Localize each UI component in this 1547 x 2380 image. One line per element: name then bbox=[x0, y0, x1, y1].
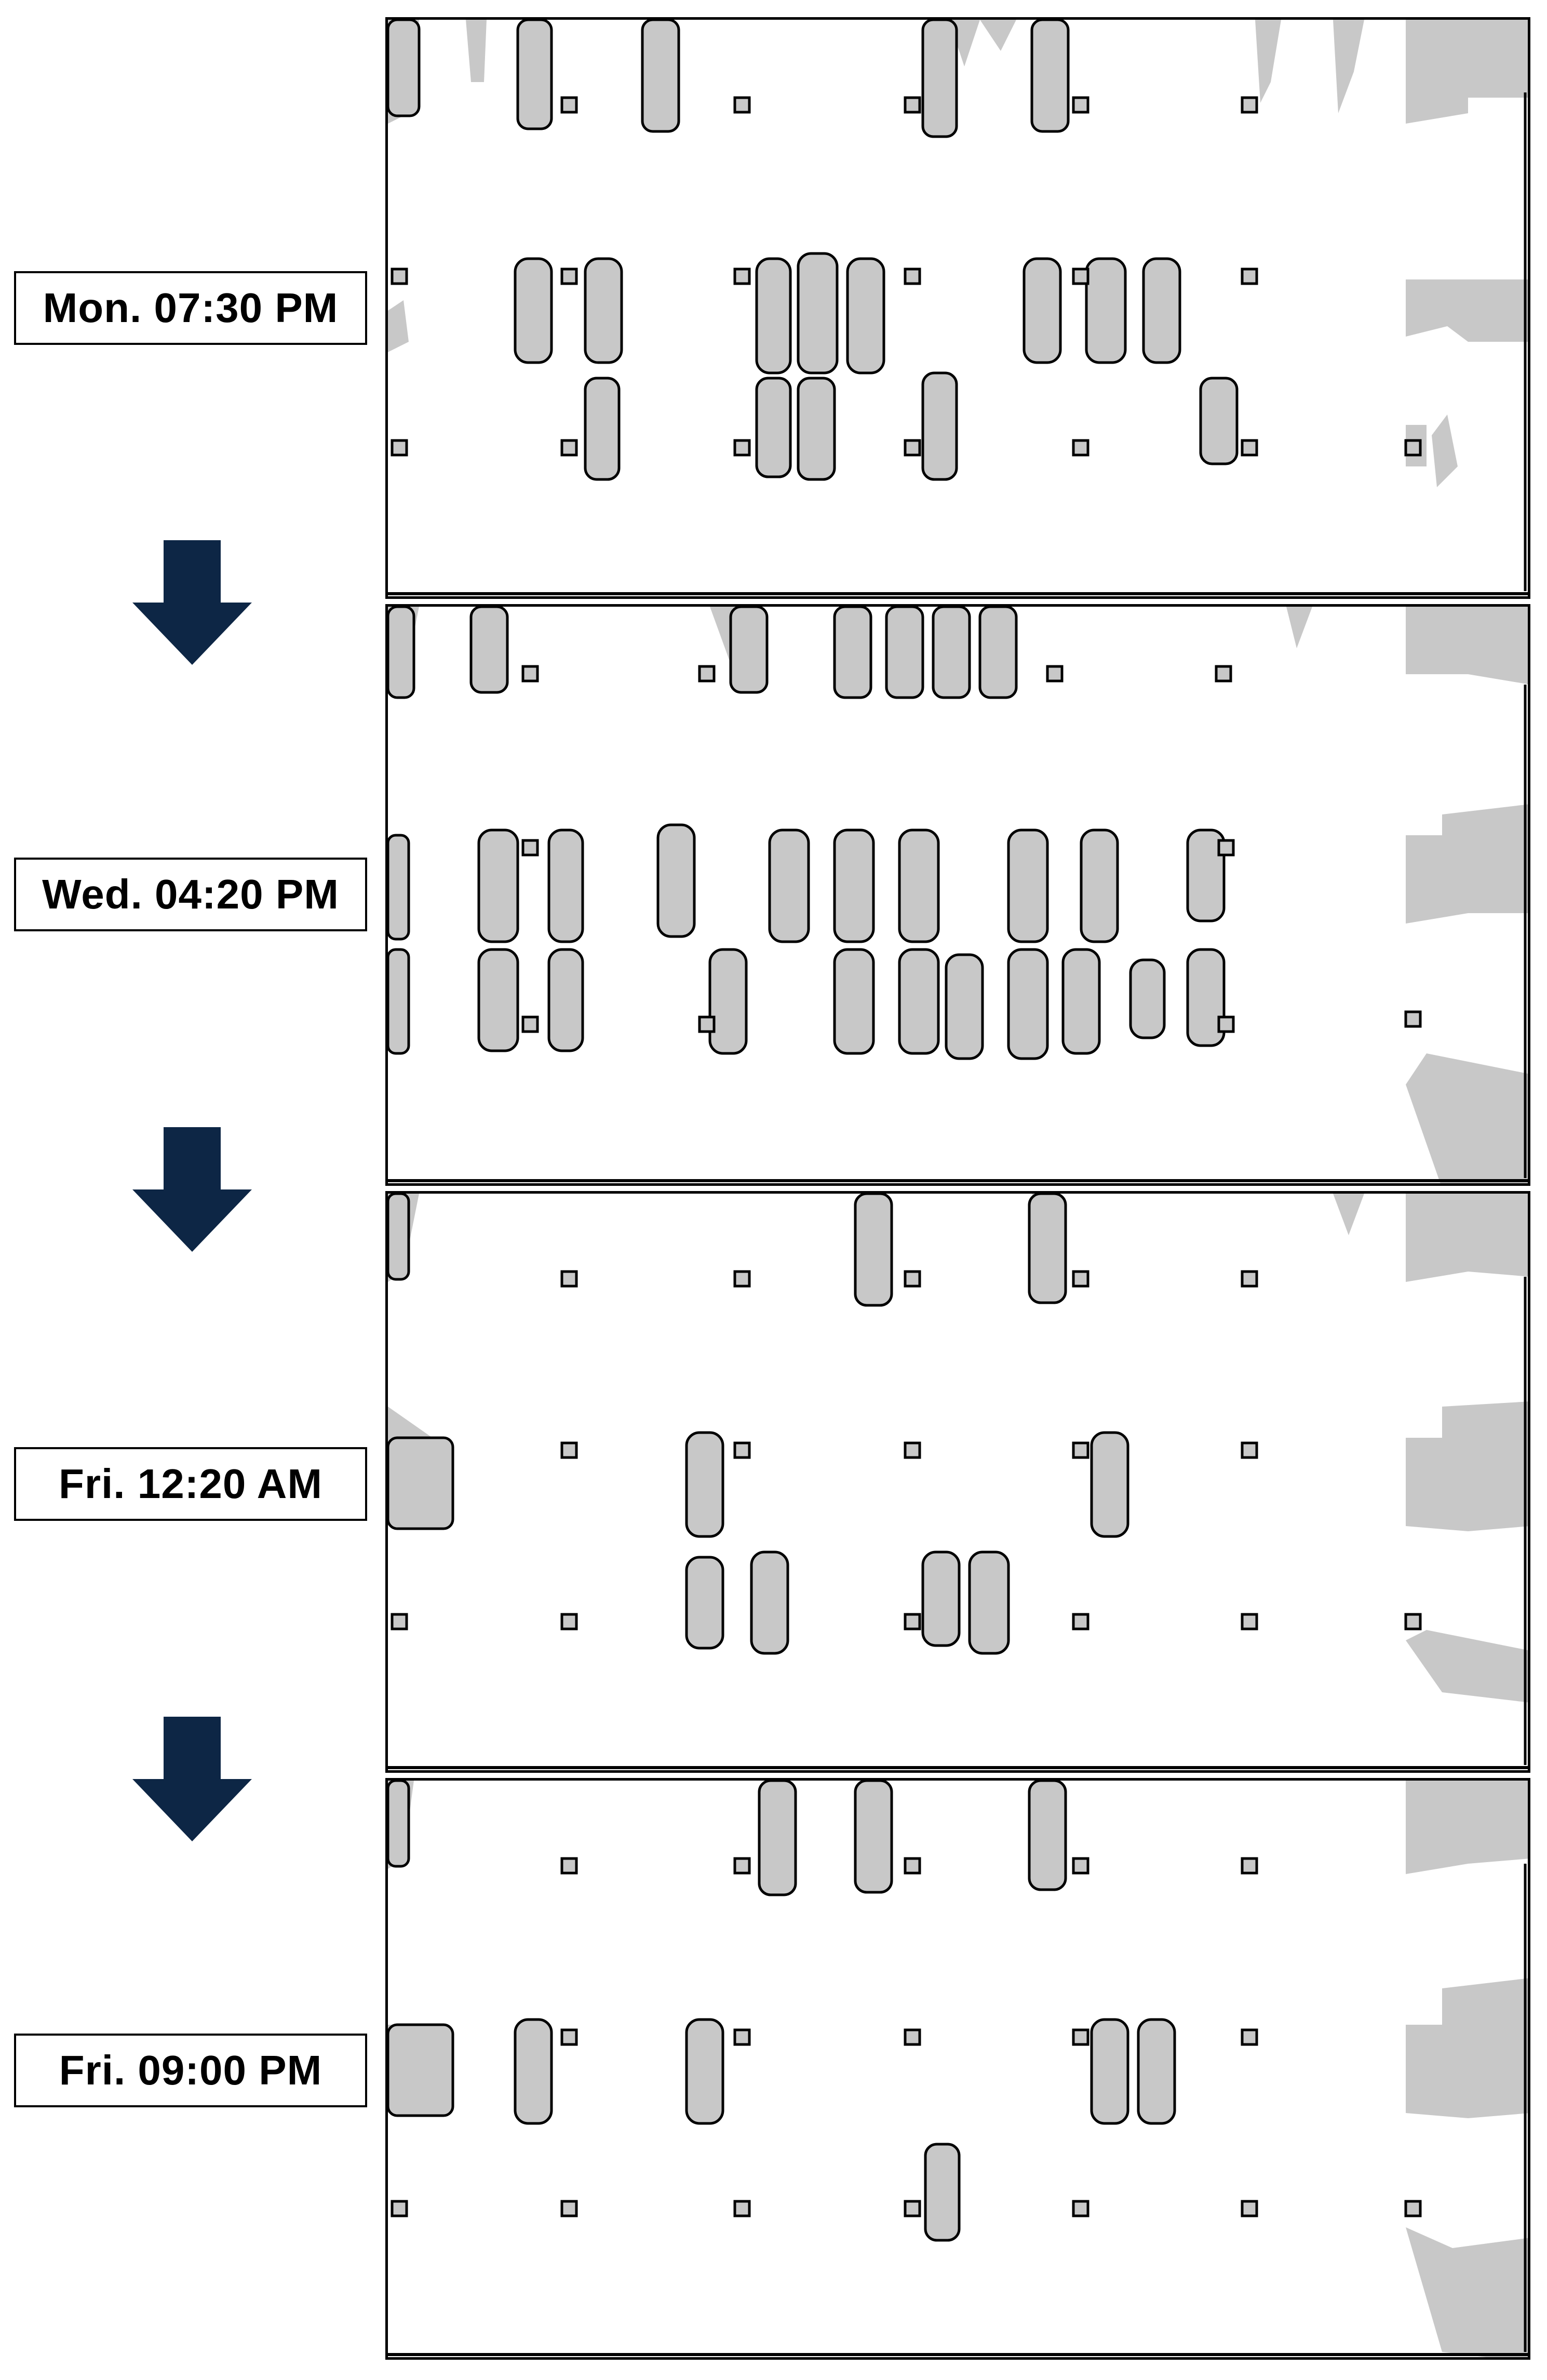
down-arrow-icon bbox=[132, 540, 252, 665]
occupancy-map-3 bbox=[385, 1191, 1530, 1773]
timestamp-label-1: Mon. 07:30 PM bbox=[14, 271, 367, 345]
timestamp-label-4: Fri. 09:00 PM bbox=[14, 2034, 367, 2107]
occupancy-map-1 bbox=[385, 17, 1530, 599]
occupancy-map-2 bbox=[385, 604, 1530, 1186]
down-arrow-icon bbox=[132, 1127, 252, 1252]
map-drawing bbox=[388, 1194, 1528, 1769]
timestamp-label-3: Fri. 12:20 AM bbox=[14, 1447, 367, 1521]
occupancy-map-4 bbox=[385, 1778, 1530, 2360]
timestamp-label-2: Wed. 04:20 PM bbox=[14, 858, 367, 931]
map-drawing bbox=[388, 607, 1528, 1183]
map-drawing bbox=[388, 20, 1528, 595]
down-arrow-icon bbox=[132, 1717, 252, 1841]
map-drawing bbox=[388, 1781, 1528, 2357]
